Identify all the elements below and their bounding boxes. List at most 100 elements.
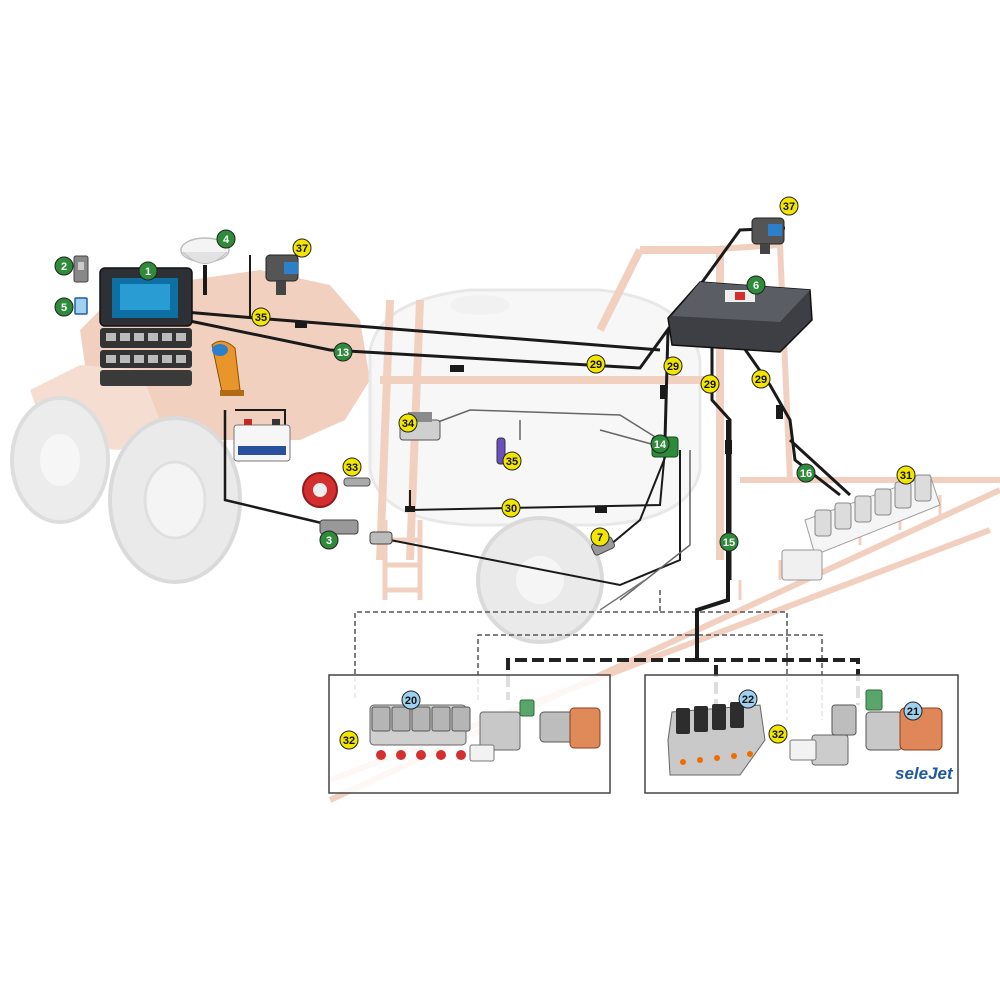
nozzle-valve-bank-icon [781, 474, 941, 581]
callout-c20: 20 [401, 690, 421, 710]
callout-c4: 4 [216, 229, 236, 249]
callout-marker [292, 238, 312, 258]
callout-label: 5 [61, 302, 67, 314]
callout-marker [138, 261, 158, 281]
callout-c1: 1 [138, 261, 158, 281]
callout-label: 35 [255, 312, 267, 324]
cable-16 [788, 438, 852, 497]
cable-15 [695, 420, 730, 660]
callout-label: 34 [402, 418, 415, 430]
joystick-icon [211, 340, 244, 396]
callout-marker [779, 196, 799, 216]
callout-marker [903, 701, 923, 721]
boom-arm [328, 241, 1000, 803]
callout-label: 4 [223, 234, 230, 246]
callout-marker [896, 465, 916, 485]
ladder [382, 520, 423, 600]
callout-c16: 16 [796, 463, 816, 483]
callout-label: 1 [145, 266, 151, 278]
callout-c3: 3 [319, 530, 339, 550]
camera-icon [265, 254, 299, 295]
cable-34 [429, 409, 661, 441]
callout-marker [738, 689, 758, 709]
cable-battery [223, 410, 331, 527]
callout-label: 15 [723, 537, 735, 549]
callout-marker [401, 690, 421, 710]
valve-bank-icon-22 [667, 702, 766, 776]
sprayer-background [10, 241, 1000, 803]
callout-marker [398, 413, 418, 433]
callout-c5: 5 [54, 297, 74, 317]
callout-c37b: 37 [779, 196, 799, 216]
callout-c15: 15 [719, 532, 739, 552]
callout-marker [590, 527, 610, 547]
callout-c29c: 29 [700, 374, 720, 394]
wire-connectors [295, 322, 783, 513]
callout-label: 37 [296, 243, 308, 255]
memory-card-icon [74, 297, 88, 315]
tank-probe-icon [496, 437, 506, 465]
callout-label: 32 [772, 729, 784, 741]
callout-c29b: 29 [663, 356, 683, 376]
battery-icon [233, 419, 291, 462]
callout-c30: 30 [501, 498, 521, 518]
callout-label: 29 [704, 379, 716, 391]
callout-c13: 13 [333, 342, 353, 362]
camera-icon-boom [751, 217, 785, 254]
callout-c21: 21 [903, 701, 923, 721]
sprayer-tank [368, 288, 702, 527]
callout-marker [333, 342, 353, 362]
callout-marker [746, 275, 766, 295]
callout-marker [251, 307, 271, 327]
gps-antenna-icon [180, 237, 230, 295]
callout-label: 20 [405, 695, 417, 707]
callout-marker [751, 369, 771, 389]
valve-bank-icon [369, 699, 601, 762]
callout-c2: 2 [54, 256, 74, 276]
callout-marker [501, 498, 521, 518]
callout-marker [796, 463, 816, 483]
callout-marker [663, 356, 683, 376]
callout-label: 29 [755, 374, 767, 386]
callout-label: 13 [337, 347, 349, 359]
brand-logo-text: seleJet [895, 764, 954, 783]
callout-c6: 6 [746, 275, 766, 295]
callout-label: 31 [900, 470, 912, 482]
callout-label: 37 [783, 201, 795, 213]
callout-c35a: 35 [251, 307, 271, 327]
callout-c29a: 29 [586, 354, 606, 374]
callout-c7: 7 [590, 527, 610, 547]
callout-label: 14 [654, 439, 667, 451]
callout-marker [319, 530, 339, 550]
callout-marker [650, 434, 670, 454]
callout-marker [502, 451, 522, 471]
flow-meter-icon [319, 519, 393, 545]
callout-label: 21 [907, 706, 919, 718]
callout-c35b: 35 [502, 451, 522, 471]
callout-marker [216, 229, 236, 249]
callout-c32a: 32 [339, 730, 359, 750]
callout-label: 6 [753, 280, 759, 292]
callout-label: 30 [505, 503, 517, 515]
callout-c14: 14 [650, 434, 670, 454]
callout-marker [54, 297, 74, 317]
callout-label: 3 [326, 535, 332, 547]
ecu-module-icon [667, 281, 813, 353]
pressure-pump-icon [302, 472, 338, 508]
callout-marker [339, 730, 359, 750]
callout-c31: 31 [896, 465, 916, 485]
selejet-logo: seleJet [895, 764, 954, 783]
callout-label: 22 [742, 694, 754, 706]
callout-label: 35 [506, 456, 518, 468]
callout-marker [700, 374, 720, 394]
cable-30 [409, 449, 666, 512]
callout-marker [586, 354, 606, 374]
callout-marker [54, 256, 74, 276]
callout-label: 29 [590, 359, 602, 371]
callout-label: 29 [667, 361, 679, 373]
callout-c29d: 29 [751, 369, 771, 389]
callout-label: 2 [61, 261, 67, 273]
